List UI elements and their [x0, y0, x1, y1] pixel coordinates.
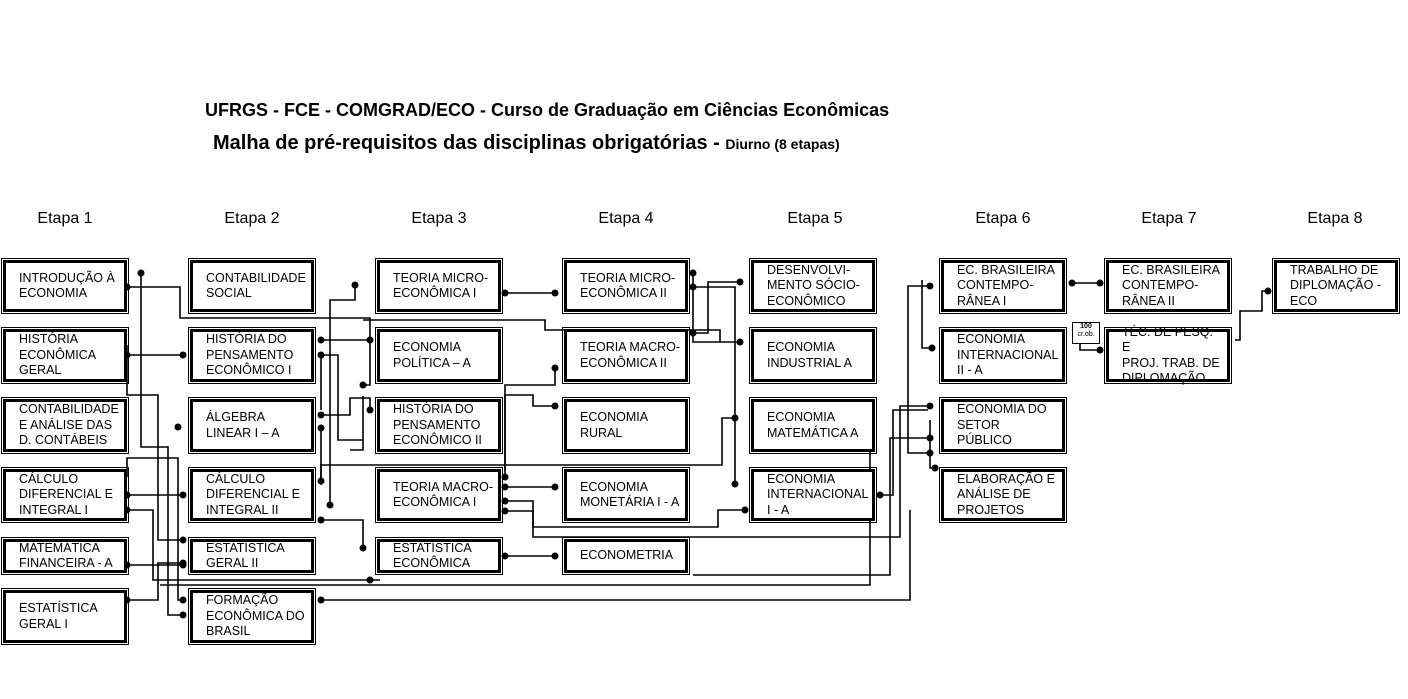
course-economia-matematica: ECONOMIA MATEMÁTICA A	[749, 397, 877, 454]
course-tec-pesquisa: TÉC. DE PESQ. E PROJ. TRAB. DE DIPLOMAÇÃ…	[1104, 325, 1232, 385]
course-label: MATEMÁTICA FINANCEIRA - A	[19, 540, 113, 571]
stage-label-1: Etapa 1	[37, 210, 93, 227]
course-label: ESTATÍSTICA GERAL II	[206, 540, 285, 571]
course-historia-pensamento-1: HISTÓRIA DO PENSAMENTO ECONÔMICO I	[188, 327, 316, 384]
course-trabalho-diplomacao: TRABALHO DE DIPLOMAÇÃO - ECO	[1272, 258, 1400, 314]
stage-label-5: Etapa 5	[787, 210, 843, 227]
course-introducao-a-economia: INTRODUÇÃO À ECONOMIA	[1, 258, 129, 314]
course-estatistica-economica: ESTATÍSTICA ECONÔMICA	[375, 537, 503, 575]
stage-label-4: Etapa 4	[598, 210, 654, 227]
page-title: UFRGS - FCE - COMGRAD/ECO - Curso de Gra…	[205, 100, 890, 120]
course-economia-industrial: ECONOMIA INDUSTRIAL A	[749, 327, 877, 384]
course-label: FORMAÇÃO ECONÔMICA DO BRASIL	[206, 593, 305, 639]
course-ec-brasileira-2: EC. BRASILEIRA CONTEMPO- RÂNEA II	[1104, 258, 1232, 314]
course-desenvolvimento-socioeconomico: DESENVOLVI- MENTO SÓCIO- ECONÔMICO	[749, 258, 877, 314]
course-label: CONTABILIDADE SOCIAL	[206, 270, 306, 301]
course-label: TEORIA MICRO- ECONÔMICA II	[580, 270, 676, 301]
course-matematica-financeira: MATEMÁTICA FINANCEIRA - A	[1, 537, 129, 575]
stage-label-8: Etapa 8	[1307, 210, 1363, 227]
course-label: ECONOMIA POLÍTICA – A	[393, 340, 471, 370]
course-label: CÁLCULO DIFERENCIAL E INTEGRAL I	[19, 471, 114, 517]
course-label: ECONOMETRIA	[580, 548, 674, 563]
course-label: EC. BRASILEIRA CONTEMPO- RÂNEA I	[957, 262, 1055, 308]
credits-unit: cr.ob.	[1077, 331, 1095, 338]
stage-label-3: Etapa 3	[411, 210, 467, 227]
course-teoria-macro-2: TEORIA MACRO- ECONÔMICA II	[562, 327, 690, 384]
course-econometria: ECONOMETRIA	[562, 537, 690, 575]
stage-label-2: Etapa 2	[224, 210, 280, 227]
course-teoria-macro-1: TEORIA MACRO- ECONÔMICA I	[375, 467, 503, 523]
page-subtitle: Malha de pré-requisitos das disciplinas …	[213, 132, 840, 155]
course-label: ELABORAÇÃO E ANÁLISE DE PROJETOS	[957, 471, 1055, 517]
course-calculo-2: CÁLCULO DIFERENCIAL E INTEGRAL II	[188, 467, 316, 523]
stage-label-7: Etapa 7	[1141, 210, 1197, 227]
course-economia-internacional-2: ECONOMIA INTERNACIONAL II - A	[939, 327, 1067, 384]
course-algebra-linear: ÁLGEBRA LINEAR I – A	[188, 397, 316, 454]
course-contabilidade-analise: CONTABILIDADE E ANÁLISE DAS D. CONTÁBEIS	[1, 397, 129, 454]
course-label: TÉC. DE PESQ. E PROJ. TRAB. DE DIPLOMAÇÃ…	[1122, 324, 1220, 386]
course-economia-internacional-1: ECONOMIA INTERNACIONAL I - A	[749, 467, 877, 523]
course-label: CONTABILIDADE E ANÁLISE DAS D. CONTÁBEIS	[19, 402, 119, 448]
course-label: ECONOMIA INTERNACIONAL II - A	[957, 332, 1059, 378]
course-estatistica-geral-2: ESTATÍSTICA GERAL II	[188, 537, 316, 575]
course-calculo-1: CÁLCULO DIFERENCIAL E INTEGRAL I	[1, 467, 129, 523]
course-label: ECONOMIA INTERNACIONAL I - A	[767, 471, 869, 517]
course-label: TEORIA MICRO- ECONÔMICA I	[393, 270, 489, 301]
course-label: TEORIA MACRO- ECONÔMICA II	[580, 340, 681, 370]
course-estatistica-geral-1: ESTATÍSTICA GERAL I	[1, 588, 129, 645]
course-elaboracao-projetos: ELABORAÇÃO E ANÁLISE DE PROJETOS	[939, 467, 1067, 523]
course-ec-brasileira-1: EC. BRASILEIRA CONTEMPO- RÂNEA I	[939, 258, 1067, 314]
subtitle-note: Diurno (8 etapas)	[725, 136, 840, 152]
course-label: ÁLGEBRA LINEAR I – A	[206, 410, 280, 440]
credits-value: 100	[1080, 323, 1092, 330]
course-label: TRABALHO DE DIPLOMAÇÃO - ECO	[1290, 262, 1381, 308]
course-label: ECONOMIA MONETÁRIA I - A	[580, 479, 680, 510]
course-formacao-economica: FORMAÇÃO ECONÔMICA DO BRASIL	[188, 588, 316, 645]
subtitle-main: Malha de pré-requisitos das disciplinas …	[213, 132, 726, 154]
course-label: ECONOMIA MATEMÁTICA A	[767, 410, 859, 440]
course-contabilidade-social: CONTABILIDADE SOCIAL	[188, 258, 316, 314]
course-label: ECONOMIA INDUSTRIAL A	[767, 340, 852, 370]
course-historia-pensamento-2: HISTÓRIA DO PENSAMENTO ECONÔMICO II	[375, 397, 503, 454]
course-economia-monetaria: ECONOMIA MONETÁRIA I - A	[562, 467, 690, 523]
course-economia-setor-publico: ECONOMIA DO SETOR PÚBLICO	[939, 397, 1067, 454]
course-teoria-micro-2: TEORIA MICRO- ECONÔMICA II	[562, 258, 690, 314]
course-label: HISTÓRIA DO PENSAMENTO ECONÔMICO II	[393, 402, 482, 448]
course-label: ESTATÍSTICA ECONÔMICA	[393, 540, 472, 571]
course-label: TEORIA MACRO- ECONÔMICA I	[393, 479, 494, 510]
course-economia-rural: ECONOMIA RURAL	[562, 397, 690, 454]
course-teoria-micro-1: TEORIA MICRO- ECONÔMICA I	[375, 258, 503, 314]
course-label: ECONOMIA RURAL	[580, 410, 649, 440]
course-label: HISTÓRIA ECONÔMICA GERAL	[19, 332, 97, 378]
course-label: HISTÓRIA DO PENSAMENTO ECONÔMICO I	[206, 332, 294, 378]
course-label: EC. BRASILEIRA CONTEMPO- RÂNEA II	[1122, 262, 1220, 308]
course-label: ESTATÍSTICA GERAL I	[19, 601, 98, 631]
course-economia-politica: ECONOMIA POLÍTICA – A	[375, 327, 503, 384]
course-label: CÁLCULO DIFERENCIAL E INTEGRAL II	[206, 471, 301, 517]
course-label: DESENVOLVI- MENTO SÓCIO- ECONÔMICO	[767, 262, 860, 308]
course-label: ECONOMIA DO SETOR PÚBLICO	[957, 402, 1047, 448]
stage-label-6: Etapa 6	[975, 210, 1031, 227]
course-historia-economica-geral: HISTÓRIA ECONÔMICA GERAL	[1, 327, 129, 384]
course-label: INTRODUÇÃO À ECONOMIA	[19, 270, 115, 301]
